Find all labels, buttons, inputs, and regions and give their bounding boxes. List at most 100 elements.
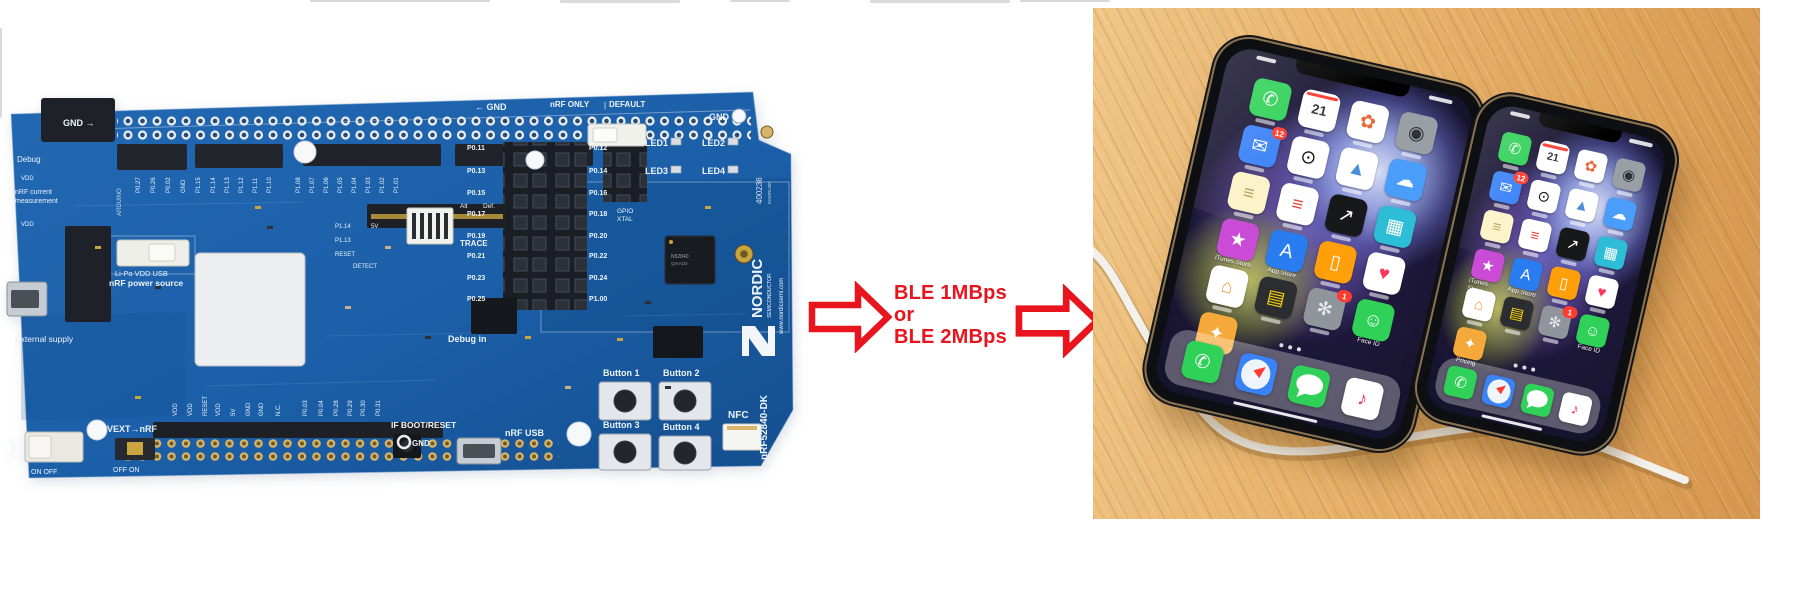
board-silkscreen-label: P0.25 bbox=[467, 296, 485, 303]
board-silkscreen-label: LED4 bbox=[702, 166, 725, 176]
app-icon-phone: ✆ bbox=[1442, 364, 1479, 401]
board-silkscreen-label: VEXT→nRF bbox=[107, 424, 158, 434]
board-silkscreen-label: P0.26 bbox=[151, 177, 157, 193]
board-silkscreen-label: P1.07 bbox=[310, 177, 316, 193]
board-silkscreen-label: nRF ONLY bbox=[550, 100, 590, 109]
app-icon-notes: ≡ bbox=[1226, 170, 1272, 216]
board-silkscreen-label: IF BOOT/RESET bbox=[391, 420, 457, 430]
board-silkscreen-label: P0.13 bbox=[467, 168, 485, 175]
board-silkscreen-label: VDD bbox=[188, 403, 194, 416]
led1 bbox=[670, 137, 682, 146]
board-silkscreen-label: P1.14 bbox=[211, 177, 217, 193]
board-silkscreen-label: Power bbox=[10, 437, 17, 458]
board-silkscreen-label: nRF power source bbox=[109, 278, 183, 288]
board-silkscreen-label: GND → bbox=[63, 118, 95, 128]
board-silkscreen-label: P0.03 bbox=[303, 400, 309, 416]
board-silkscreen-label: DEFAULT bbox=[609, 100, 645, 109]
board-silkscreen-label: P0.22 bbox=[589, 253, 607, 260]
arrow-ble-to-phones bbox=[1015, 284, 1102, 358]
ble-rate-line1: BLE 1MBps bbox=[894, 282, 1007, 304]
board-silkscreen-label: P1.13 bbox=[225, 177, 231, 193]
board-silkscreen-label: P0.12 bbox=[589, 145, 607, 152]
app-icon-calendar: 21 bbox=[1296, 87, 1342, 134]
cropped-edge-artifact bbox=[560, 0, 680, 3]
notch bbox=[1537, 112, 1622, 145]
cropped-edge-artifact bbox=[1020, 0, 1110, 2]
board-silkscreen-label: P1.13 bbox=[335, 238, 351, 244]
board-silkscreen-label: www.nordicsemi.com bbox=[779, 278, 785, 335]
cropped-edge-artifact bbox=[870, 0, 1010, 3]
app-icon-home: ⌂ bbox=[1204, 263, 1250, 310]
board-silkscreen-label: P0.20 bbox=[589, 233, 607, 240]
app-icon-music: ♪ bbox=[1557, 391, 1594, 428]
button-4 bbox=[658, 435, 712, 471]
board-silkscreen-label: DETECT bbox=[353, 264, 377, 270]
app-icon-app-store: A bbox=[1507, 256, 1544, 293]
app-badge: 1 bbox=[1335, 288, 1354, 304]
app-icon-face-id: ☺ bbox=[1574, 313, 1611, 349]
status-battery-bar bbox=[1628, 138, 1653, 148]
board-silkscreen-label: External supply bbox=[15, 334, 74, 344]
app-icon-weather: ☁ bbox=[1601, 196, 1638, 233]
cropped-edge-artifact bbox=[0, 28, 2, 118]
board-silkscreen-label: P0.17 bbox=[467, 211, 485, 218]
board-silkscreen-label: Alt bbox=[460, 203, 468, 210]
app-icon-health: ♥ bbox=[1361, 250, 1407, 297]
board-silkscreen-label: | bbox=[604, 101, 606, 110]
board-silkscreen-label: P1.05 bbox=[338, 177, 344, 193]
nordic-logo bbox=[742, 326, 775, 356]
nrf52840-chip bbox=[664, 235, 716, 285]
board-silkscreen-label: P0.30 bbox=[361, 400, 367, 416]
led3 bbox=[670, 165, 682, 174]
board-silkscreen-label: P1.02 bbox=[380, 177, 386, 193]
app-icon-safari bbox=[1233, 351, 1279, 398]
app-icon-photos: ✿ bbox=[1345, 99, 1391, 145]
board-silkscreen-label: VDD bbox=[216, 403, 222, 416]
board-silkscreen-label: P0.18 bbox=[589, 211, 607, 218]
board-silkscreen-label: GND bbox=[709, 112, 730, 122]
board-silkscreen-label: 0240RU8R bbox=[767, 181, 772, 204]
board-silkscreen-label: 5V bbox=[371, 224, 378, 230]
nfc-connector bbox=[722, 423, 762, 451]
board-silkscreen-label: P1.06 bbox=[324, 177, 330, 193]
board-silkscreen-label: P1.00 bbox=[589, 296, 607, 303]
board-silkscreen-label: nRF52840-DK bbox=[759, 394, 770, 460]
board-silkscreen-label: Button 3 bbox=[603, 420, 640, 430]
app-icon-calendar: 21 bbox=[1534, 139, 1571, 176]
board-silkscreen-label: ARDUINO bbox=[117, 188, 123, 216]
ble-rate-line3: BLE 2MBps bbox=[894, 326, 1007, 348]
leds bbox=[670, 137, 739, 174]
ble-rate-line2: or bbox=[894, 304, 915, 326]
slide-switches bbox=[24, 123, 647, 463]
board-silkscreen-label: P1.01 bbox=[394, 177, 400, 193]
board-silkscreen-label: P0.21 bbox=[467, 253, 485, 260]
board-silkscreen-label: GND bbox=[412, 439, 430, 448]
ics bbox=[194, 235, 754, 367]
app-icon-maps: ▲ bbox=[1563, 187, 1600, 224]
app-icon-itunes-store: ★ bbox=[1215, 217, 1261, 263]
board-silkscreen-label: Button 2 bbox=[663, 368, 700, 378]
board-silkscreen-label: XTAL bbox=[617, 216, 633, 223]
board-silkscreen-label: LED2 bbox=[702, 138, 725, 148]
page-dot bbox=[1287, 344, 1293, 350]
app-icon-facetime: ✆ bbox=[1247, 76, 1294, 123]
board-silkscreen-label: LED1 bbox=[645, 138, 668, 148]
board-silkscreen-label: P1.10 bbox=[267, 177, 273, 193]
app-icon-mail: ✉12 bbox=[1236, 123, 1289, 170]
board-silkscreen-label: TRACE bbox=[460, 239, 488, 248]
pcb-substrate bbox=[10, 91, 794, 479]
app-icon-music: ♪ bbox=[1339, 376, 1386, 422]
app-icon-wallet: ▤ bbox=[1253, 275, 1299, 321]
app-icon-facetime: ✆ bbox=[1496, 130, 1533, 167]
board-silkscreen-label: N52840 bbox=[671, 254, 689, 260]
board-silkscreen-label: P0.27 bbox=[136, 177, 142, 193]
app-badge: 12 bbox=[1270, 125, 1289, 141]
app-icon-itunes-store: ★ bbox=[1469, 247, 1506, 284]
app-icon-stocks: ↗ bbox=[1554, 226, 1591, 263]
board-silkscreen-label: P1.11 bbox=[253, 177, 259, 193]
status-time-bar bbox=[1509, 110, 1531, 120]
app-icon-books: ▯ bbox=[1545, 265, 1582, 302]
app-icon-messages bbox=[1518, 382, 1555, 419]
